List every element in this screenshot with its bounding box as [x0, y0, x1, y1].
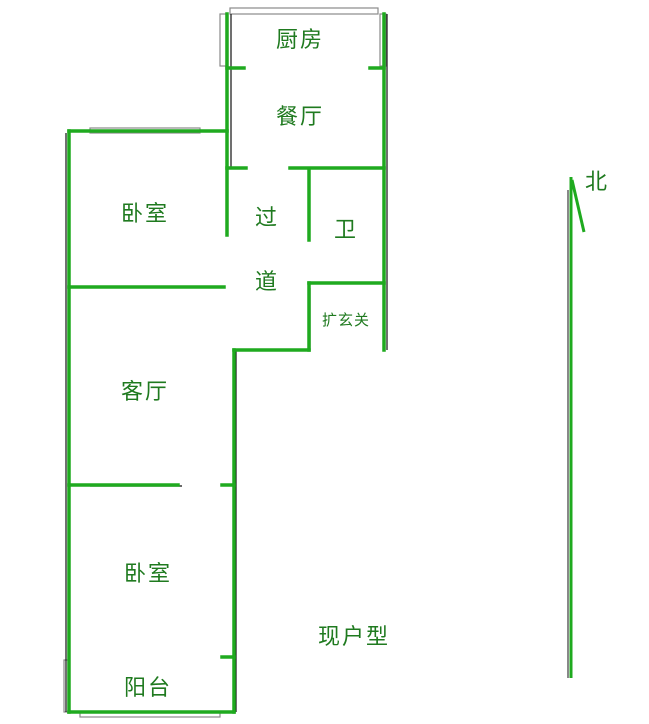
hallway-label-2: 道 — [255, 270, 280, 295]
bedroom-top-label: 卧室 — [121, 202, 170, 227]
foyer-label: 扩玄关 — [322, 311, 371, 329]
north-arrow-icon — [569, 177, 586, 678]
compass-north-label: 北 — [585, 170, 610, 195]
floorplan-caption: 现户型 — [318, 625, 391, 650]
balcony-label: 阳台 — [124, 676, 173, 701]
dining-label: 餐厅 — [276, 105, 325, 130]
kitchen-label: 厨房 — [276, 28, 325, 53]
bath-label: 卫 — [334, 218, 359, 243]
kitchen-window — [229, 7, 379, 15]
windows — [63, 7, 387, 718]
hallway-label-1: 过 — [255, 206, 280, 231]
bedroom-bottom-label: 卧室 — [124, 562, 173, 587]
living-label: 客厅 — [121, 380, 170, 405]
kitchen-side-window-left — [219, 13, 227, 67]
walls — [67, 12, 386, 714]
